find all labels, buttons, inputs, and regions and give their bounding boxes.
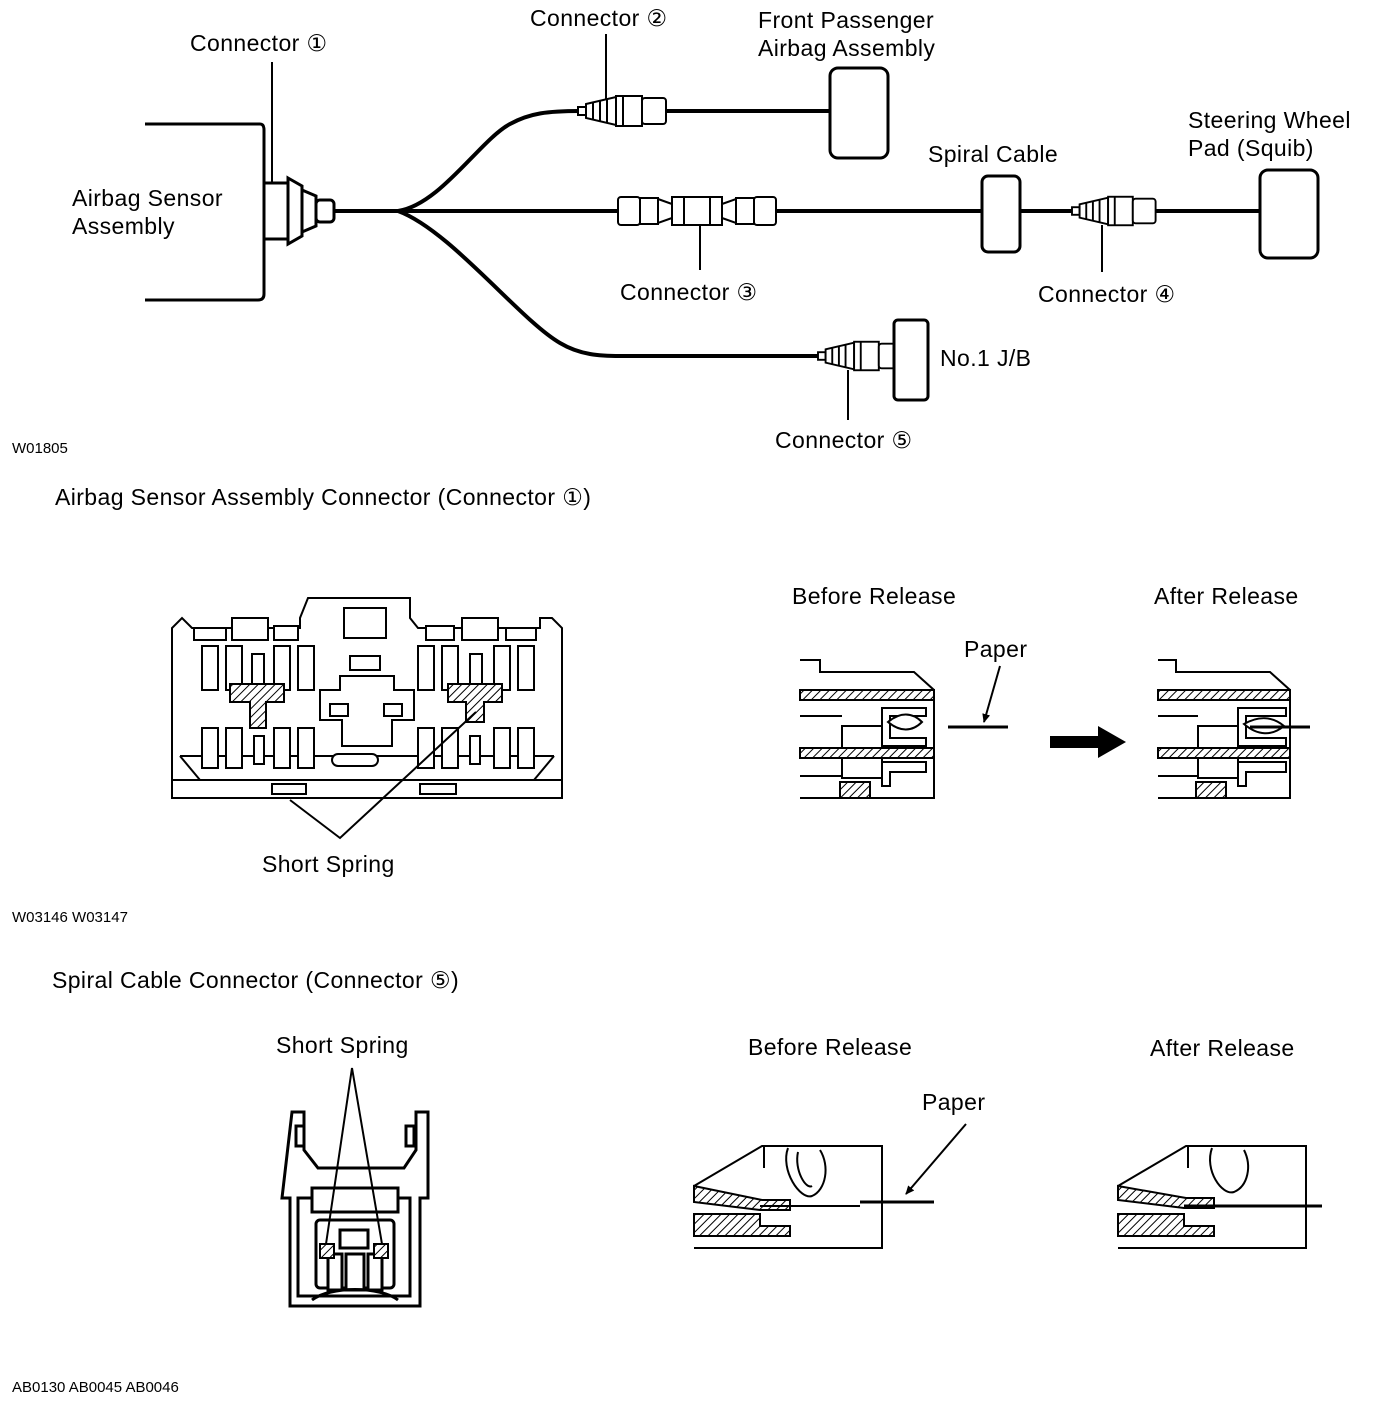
paper-leader-1: [982, 665, 1001, 723]
short-spring-right: [447, 683, 503, 723]
connector-2-shape: [577, 95, 667, 127]
after-release-label-2: After Release: [1150, 1035, 1295, 1061]
short-spring-left: [229, 683, 285, 729]
steering-pad-label-line1: Steering Wheel: [1188, 107, 1351, 133]
branch-upper: [397, 109, 581, 213]
short-spring-leader-1: [289, 711, 477, 840]
short-spring-b: [373, 1243, 389, 1259]
front-airbag-label-line1: Front Passenger: [758, 7, 934, 33]
connector-1-shape: [262, 175, 336, 247]
short-spring-label-2: Short Spring: [276, 1032, 409, 1058]
spiral-cable-label: Spiral Cable: [928, 141, 1058, 167]
paper-label-2: Paper: [922, 1089, 985, 1115]
before-release-section-2: [693, 1145, 883, 1249]
airbag-sensor-label-line2: Assembly: [72, 213, 175, 239]
front-passenger-airbag-box: [828, 66, 890, 160]
front-airbag-label-line2: Airbag Assembly: [758, 35, 935, 61]
sensor-connector-face: [171, 597, 563, 799]
steering-wheel-pad-box: [1258, 168, 1320, 260]
airbag-sensor-outline: [145, 122, 266, 302]
junction-block-label: No.1 J/B: [940, 345, 1031, 371]
section-3-title: Spiral Cable Connector (Connector ⑤): [52, 967, 459, 993]
spiral-connector-section: Spiral Cable Connector (Connector ⑤) Sho…: [12, 967, 1322, 1396]
paper-label-1: Paper: [964, 636, 1027, 662]
spiral-cable-box: [980, 174, 1022, 254]
short-spring-label-1: Short Spring: [262, 851, 395, 877]
figure-code-1: W01805: [12, 440, 68, 457]
spiral-connector-face: [280, 1110, 430, 1308]
short-spring-a: [319, 1243, 335, 1259]
after-release-label-1: After Release: [1154, 583, 1299, 609]
connector-5-label: Connector ⑤: [775, 427, 913, 453]
connector-3-label: Connector ③: [620, 279, 758, 305]
junction-block-box: [892, 318, 930, 402]
before-release-label-1: Before Release: [792, 583, 956, 609]
short-spring-leader-2: [325, 1067, 383, 1245]
connector-4-shape: [1071, 195, 1157, 227]
before-release-section-1: [799, 659, 935, 799]
section-2-title: Airbag Sensor Assembly Connector (Connec…: [55, 484, 591, 510]
after-release-section-1: [1157, 659, 1291, 799]
paper-leader-2: [905, 1123, 967, 1195]
sensor-connector-section: Airbag Sensor Assembly Connector (Connec…: [12, 484, 1310, 926]
after-release-section-2: [1117, 1145, 1307, 1249]
before-release-label-2: Before Release: [748, 1034, 912, 1060]
harness-diagram: Airbag Sensor Assembly Connector ① Conne…: [12, 5, 1351, 457]
connector-2-label: Connector ②: [530, 5, 668, 31]
connector-5-shape: [817, 340, 903, 372]
connector-4-label: Connector ④: [1038, 281, 1176, 307]
figure-code-3: AB0130 AB0045 AB0046: [12, 1379, 179, 1396]
connector-1-label: Connector ①: [190, 30, 328, 56]
airbag-sensor-label-line1: Airbag Sensor: [72, 185, 223, 211]
release-arrow: [1050, 726, 1126, 758]
connector-3-shape: [617, 196, 777, 226]
steering-pad-label-line2: Pad (Squib): [1188, 135, 1314, 161]
branch-lower: [397, 209, 818, 358]
figure-code-2: W03146 W03147: [12, 909, 128, 926]
